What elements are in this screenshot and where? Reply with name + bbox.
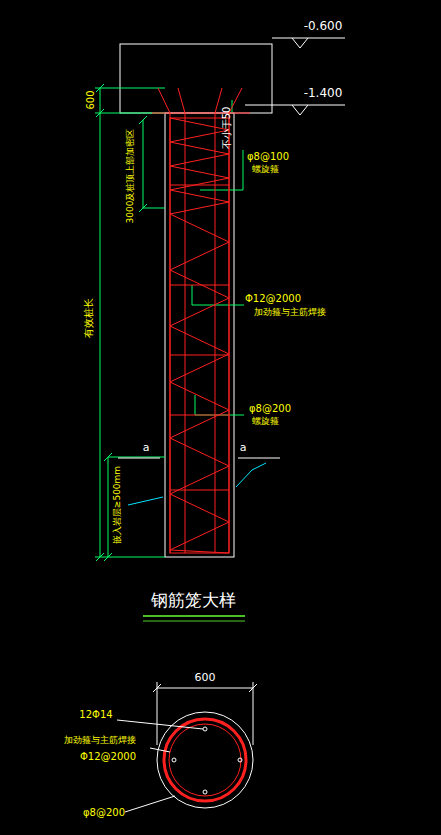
spiral-stirrup	[170, 118, 229, 553]
dimension-line	[95, 84, 232, 561]
annotation-text: φ8@200	[83, 807, 125, 818]
cage-outline	[170, 118, 229, 553]
annotation-text: 螺旋箍	[252, 165, 279, 175]
leader-line	[128, 463, 266, 505]
annotation-text: a	[240, 442, 247, 454]
annotation-text: φ8@200	[249, 403, 291, 414]
leader-line	[192, 150, 244, 415]
annotation-text: φ8@100	[247, 151, 289, 162]
pile-body	[165, 113, 234, 557]
vertical-dimension-text: 600	[85, 90, 96, 109]
drawing-title: 钢筋笼大样	[151, 591, 236, 610]
stiffener-ring	[170, 415, 229, 416]
main-bar	[215, 113, 216, 553]
annotation-text: 加劲箍与主筋焊接	[254, 308, 326, 318]
elevation-mark	[245, 38, 345, 115]
rebar-cage	[152, 88, 250, 553]
vertical-dimension-text: 有效桩长	[83, 298, 94, 338]
vertical-dimension-text: 嵌入岩层≥500mm	[113, 466, 123, 544]
annotation-text: 600	[195, 672, 216, 684]
annotation-text: 12Φ14	[79, 709, 112, 720]
stiffener-ring	[170, 355, 229, 356]
annotation-text: Φ12@2000	[80, 751, 136, 762]
pile-section	[153, 682, 257, 808]
annotation-text: a	[143, 442, 150, 454]
vertical-dimension-text: 不小于50	[221, 107, 232, 150]
main-bar	[178, 88, 185, 113]
cap-bar	[152, 113, 250, 114]
annotation-text: -0.600	[304, 20, 343, 33]
main-bar	[158, 88, 170, 113]
stiffener-ring	[170, 490, 229, 491]
stiffener-ring	[170, 185, 229, 186]
stiffener-ring	[170, 285, 229, 286]
annotation-text: -1.400	[304, 87, 343, 100]
pile-cap	[120, 44, 272, 113]
leader-line	[117, 720, 203, 812]
section-mark	[118, 458, 280, 459]
title-underline	[143, 616, 245, 621]
annotation-text: 螺旋箍	[252, 417, 279, 427]
vertical-dimension-text: 3000及桩顶上部加密区	[126, 129, 136, 224]
annotation-text: Φ12@2000	[245, 293, 301, 304]
annotation-text: 加劲箍与主筋焊接	[64, 736, 136, 746]
